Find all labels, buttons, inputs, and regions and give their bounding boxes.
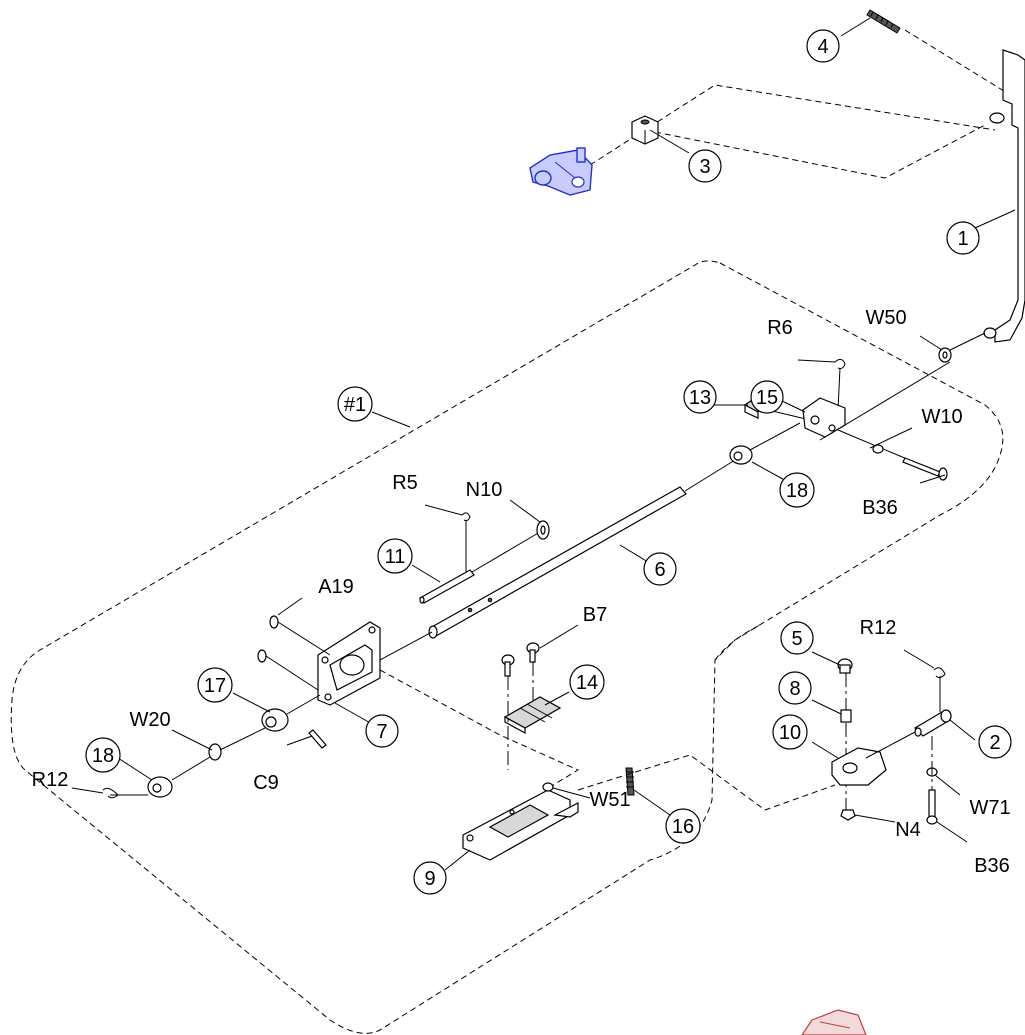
part-7-bracket — [317, 621, 381, 706]
routing-line-3b — [654, 124, 986, 179]
label-part-14: 14 — [576, 672, 598, 694]
washer-n10 — [536, 520, 550, 540]
routing-line-16 — [577, 754, 836, 811]
part-10-body — [831, 747, 887, 786]
label-b36-top: B36 — [862, 497, 898, 519]
part-8-screw — [840, 709, 852, 723]
part-3-block — [631, 115, 659, 145]
label-part-1: 1 — [957, 228, 968, 250]
label-w10: W10 — [921, 406, 962, 428]
subassembly-boundary — [714, 624, 761, 661]
washer-w50 — [938, 347, 952, 363]
part-4-spring — [866, 9, 901, 34]
label-part-17: 17 — [204, 675, 226, 697]
callout-circle-18b — [85, 737, 121, 773]
corner-part-red — [801, 1009, 867, 1035]
label-r6: R6 — [767, 317, 793, 339]
callout-circle-11 — [377, 538, 413, 574]
callout-circle-10 — [772, 714, 808, 750]
label-n4: N4 — [895, 819, 921, 841]
label-part-6: 6 — [654, 559, 665, 581]
callout-circle-4 — [806, 29, 840, 63]
part-2-stud — [914, 709, 952, 737]
highlighted-part — [529, 147, 593, 196]
callout-circle-15 — [750, 380, 784, 414]
label-w71: W71 — [969, 797, 1010, 819]
label-part-10: 10 — [779, 722, 801, 744]
part-18-ball-bottom — [147, 776, 173, 798]
label-part-18-bottom: 18 — [92, 745, 114, 767]
bolt-b36-bottom — [926, 789, 938, 825]
callout-circle-assy — [337, 386, 373, 422]
assembly-boundary — [10, 260, 1004, 1034]
callout-circle-3 — [688, 149, 722, 183]
clip-r5 — [461, 512, 471, 572]
label-n10: N10 — [466, 479, 503, 501]
routing-line-9 — [379, 669, 580, 791]
bolt-b36-top — [902, 457, 948, 481]
clip-r12-right — [933, 667, 946, 712]
labels: 4 3 1 #1 13 15 18 6 11 14 17 7 18 9 16 5… — [32, 36, 1011, 890]
label-c9: C9 — [253, 772, 279, 794]
label-part-11: 11 — [385, 546, 406, 568]
callout-circle-1 — [946, 221, 980, 255]
screw-c9 — [308, 729, 327, 749]
label-r5: R5 — [392, 472, 418, 494]
part-6-shaft — [428, 459, 736, 639]
callout-circle-6 — [643, 552, 677, 586]
part-11-pin — [419, 569, 475, 604]
label-part-5: 5 — [791, 628, 802, 650]
callout-circle-13 — [683, 380, 717, 414]
part-18-ball-top — [729, 445, 753, 465]
callout-circle-5 — [780, 621, 814, 655]
label-part-18-top: 18 — [786, 480, 808, 502]
label-part-2: 2 — [989, 732, 1000, 754]
label-part-15: 15 — [756, 387, 778, 409]
label-b36-bottom: B36 — [974, 855, 1010, 877]
screws-b7 — [501, 642, 540, 677]
label-part-8: 8 — [789, 678, 800, 700]
part-1-lever — [983, 49, 1025, 343]
label-r12-right: R12 — [860, 617, 897, 639]
part-14-feeddog — [503, 696, 562, 735]
clip-r6 — [834, 358, 846, 411]
callout-circle-2 — [978, 725, 1012, 759]
callout-circle-17 — [197, 667, 233, 703]
label-part-13: 13 — [689, 387, 711, 409]
callout-circle-14 — [569, 664, 605, 700]
label-w51: W51 — [589, 789, 630, 811]
nut-n4 — [840, 809, 856, 821]
label-part-7: 7 — [376, 721, 387, 743]
label-a19: A19 — [318, 576, 354, 598]
part-5-cap — [837, 658, 853, 674]
label-w50: W50 — [865, 307, 906, 329]
routing-line-4 — [904, 29, 1013, 97]
label-w20: W20 — [129, 709, 170, 731]
label-r12-left: R12 — [32, 769, 69, 791]
callout-circle-8 — [778, 671, 812, 705]
part-17-collar — [261, 708, 289, 732]
label-part-16: 16 — [672, 816, 694, 838]
label-b7: B7 — [583, 604, 607, 626]
part-15-bracket — [802, 397, 846, 438]
callout-circle-7 — [365, 714, 399, 748]
label-part-4: 4 — [817, 36, 828, 58]
label-part-3: 3 — [699, 156, 710, 178]
callout-circle-16 — [665, 808, 701, 844]
part-9-plate — [462, 789, 579, 861]
label-part-9: 9 — [424, 868, 435, 890]
callout-circle-18a — [779, 472, 815, 508]
washer-w10 — [872, 444, 884, 454]
leader-lines — [71, 17, 1016, 871]
clip-r12-left — [102, 787, 148, 799]
washer-w20 — [208, 743, 222, 761]
washer-w51 — [542, 782, 554, 792]
callout-circle-9 — [413, 861, 447, 895]
callouts — [85, 29, 1012, 895]
screws-a19 — [257, 615, 331, 691]
label-assembly: #1 — [344, 394, 366, 416]
